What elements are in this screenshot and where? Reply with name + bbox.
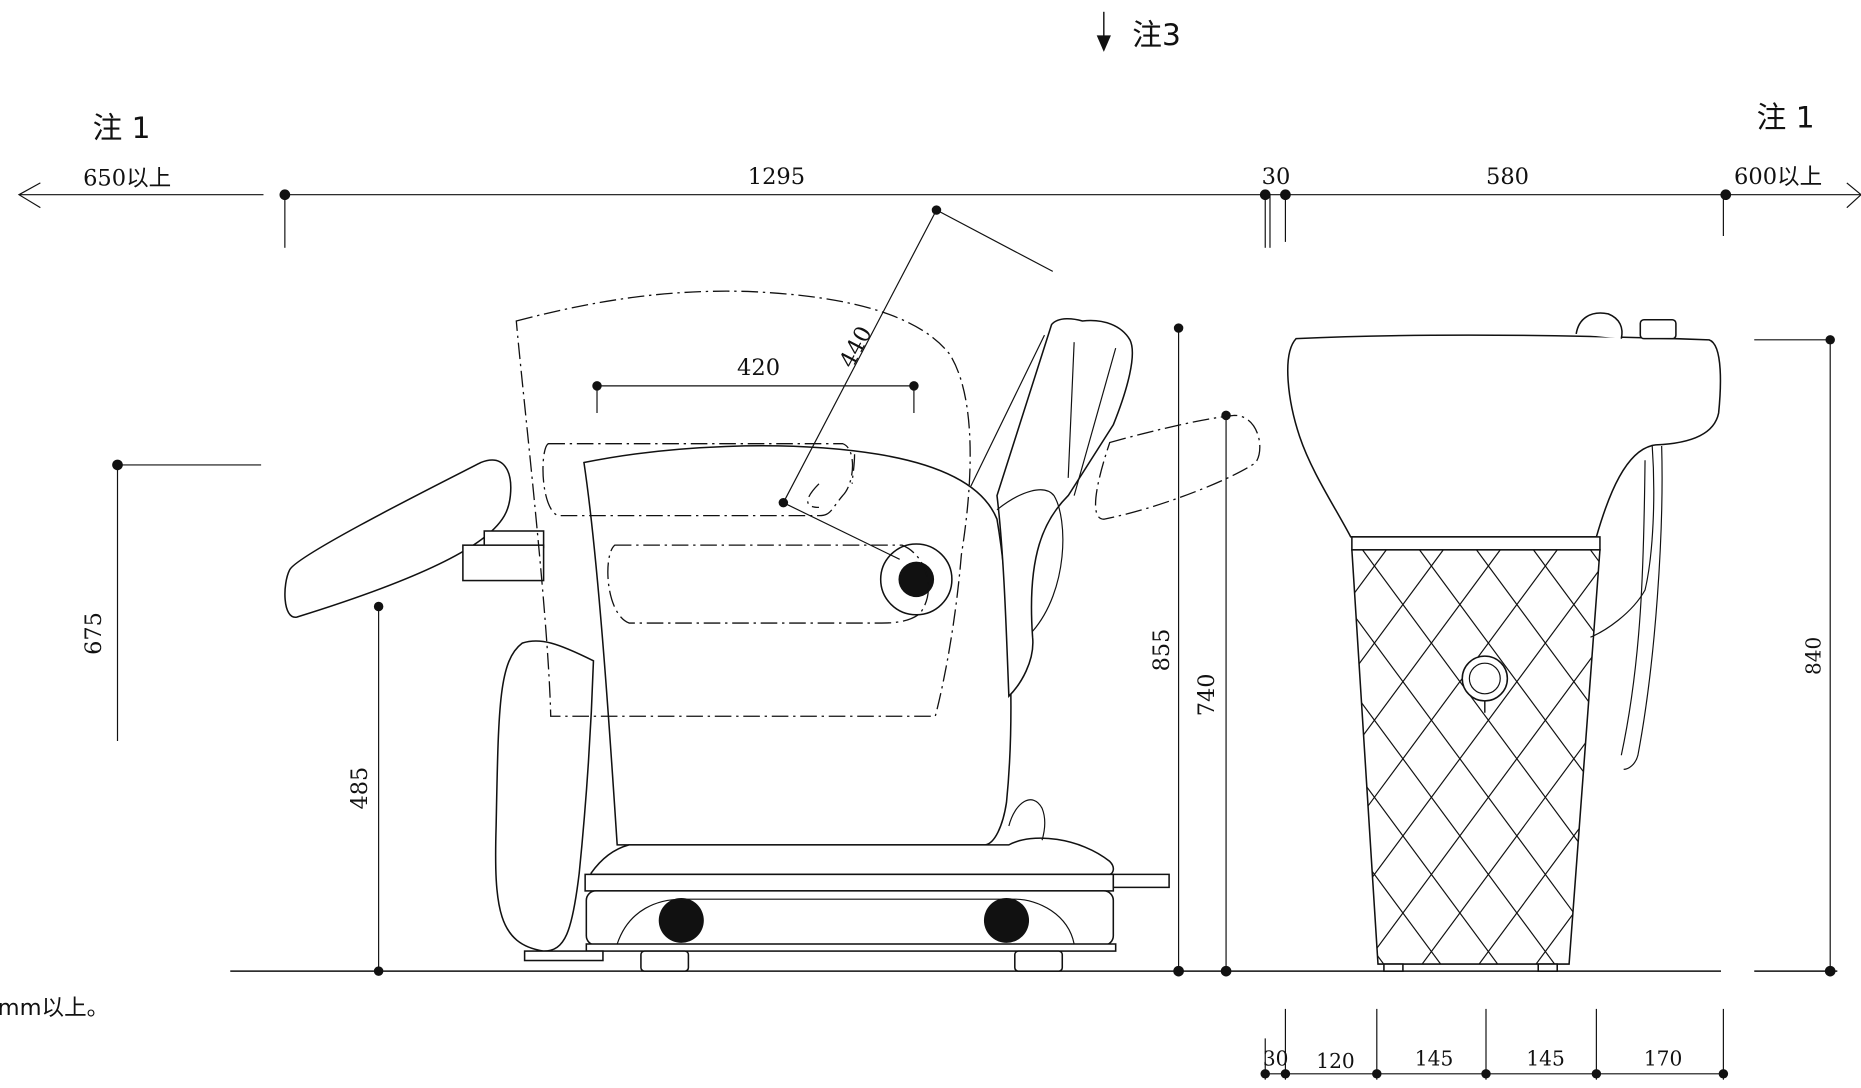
basin-handle: [1639, 319, 1677, 340]
dim-855-line: [1173, 323, 1184, 977]
basin-collar: [1351, 536, 1601, 551]
dim-485-line: [373, 601, 384, 976]
lattice-line: [1532, 549, 1600, 965]
dim-seat-width: 420: [737, 355, 780, 381]
dim-clearance-left: 650以上: [83, 165, 171, 191]
dim-bottom-2: 120: [1316, 1049, 1355, 1073]
dim-675-line: [112, 459, 262, 742]
backrest: [996, 317, 1134, 698]
lattice-line: [1647, 550, 1861, 968]
dim-headrest-height: 740: [1194, 673, 1220, 716]
caster-right: [983, 897, 1030, 943]
lattice-line: [1351, 549, 1501, 965]
note3-marker: 注3: [1096, 11, 1181, 52]
phantom-backrest: [515, 290, 971, 717]
shampoo-chair: [284, 317, 1170, 972]
dim-440-leader: [778, 205, 1054, 560]
dim-seat-height: 485: [347, 767, 373, 810]
arrow-left-icon: [17, 182, 41, 209]
lattice-line: [1419, 549, 1600, 965]
dim-basin-height: 840: [1802, 637, 1826, 675]
lattice-line: [1704, 550, 1861, 968]
note3-label: 注3: [1132, 18, 1181, 52]
dim-bottom-1: 30: [1263, 1047, 1289, 1071]
dim-clearance-right: 600以上: [1734, 164, 1822, 190]
basin-pedestal: [1351, 549, 1601, 965]
dim-basin-depth: 580: [1486, 164, 1529, 190]
phantom-positions: [515, 290, 1261, 717]
lattice-line: [1818, 550, 1861, 968]
lattice-line: [1351, 549, 1501, 965]
arrow-down-head: [1096, 35, 1111, 52]
footer-note: mm以上。: [0, 995, 109, 1021]
note1-right-label: 注 1: [1757, 101, 1815, 135]
shampoo-basin: [1287, 312, 1861, 972]
basin-faucet: [1575, 312, 1623, 339]
phantom-headrest: [1094, 414, 1261, 520]
lattice-line: [1589, 549, 1600, 965]
lattice-line: [1351, 549, 1444, 965]
bottom-dimension-line: [1260, 1008, 1729, 1080]
dim-chair-length: 1295: [748, 164, 805, 190]
lattice-line: [1589, 549, 1600, 965]
dim-bottom-5: 170: [1644, 1047, 1683, 1071]
lattice-line: [1351, 549, 1387, 965]
basin-bowl: [1287, 334, 1722, 538]
lattice-line: [1761, 550, 1861, 968]
lattice-line: [1647, 550, 1861, 968]
dim-bottom-3: 145: [1415, 1047, 1454, 1071]
lattice-line: [1476, 549, 1600, 965]
dim-bottom-4: 145: [1526, 1047, 1565, 1071]
hose: [1590, 444, 1655, 638]
dim-backrest-height: 855: [1149, 629, 1175, 672]
leg-rest: [284, 459, 512, 618]
front-skirt: [494, 640, 595, 952]
lattice-line: [1351, 549, 1444, 965]
top-dimension-line: [17, 182, 1861, 248]
arrow-right-icon: [1846, 182, 1861, 209]
dim-legrest-height: 675: [81, 612, 107, 655]
base-top: [590, 837, 1115, 876]
lattice-line: [1362, 549, 1600, 965]
lattice-line: [1351, 549, 1558, 965]
dim-840-line: [1754, 335, 1836, 977]
lattice-line: [1704, 550, 1861, 968]
dim-backrest: 440: [834, 322, 877, 372]
note1-left-label: 注 1: [93, 111, 151, 145]
dim-gap: 30: [1262, 164, 1291, 190]
lattice-line: [1351, 549, 1387, 965]
dim-740-line: [1220, 410, 1232, 977]
lattice-line: [1476, 549, 1600, 965]
lattice-line: [1818, 550, 1861, 968]
seat-body: [583, 445, 1012, 846]
lattice-line: [1761, 550, 1861, 968]
caster-left: [658, 897, 704, 943]
dim-420-line: [592, 381, 919, 413]
